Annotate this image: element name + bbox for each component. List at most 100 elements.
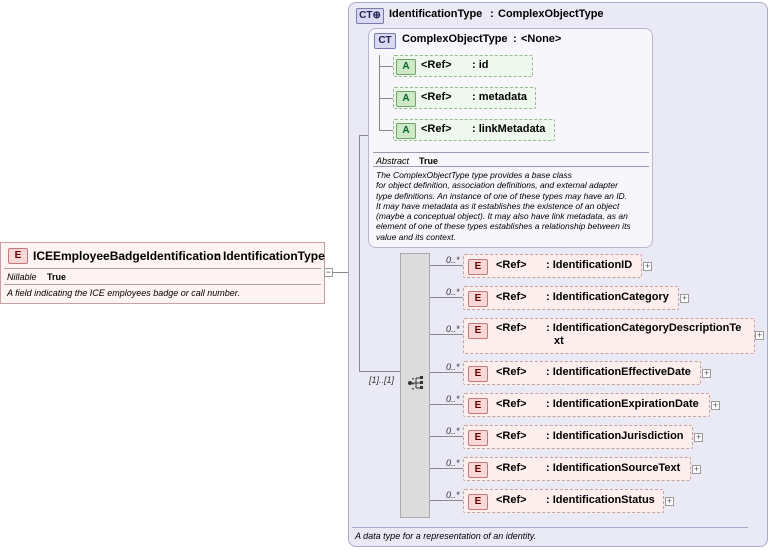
element-identification-jurisdiction[interactable]	[463, 425, 693, 449]
element-badge: E	[468, 430, 488, 446]
expand-icon[interactable]: +	[643, 261, 652, 271]
inner-complex-type-badge: CT	[374, 33, 396, 49]
element-ref: <Ref>	[496, 494, 527, 506]
element-badge: E	[8, 248, 28, 264]
element-name: : IdentificationExpirationDate	[546, 398, 699, 410]
doc-line: element of one of these types establishe…	[376, 221, 631, 232]
element-name: : IdentificationStatus	[546, 494, 655, 506]
element-badge: E	[468, 366, 488, 382]
elem-connector	[430, 404, 463, 405]
element-identification-category-description-text[interactable]	[463, 318, 755, 354]
element-ref: <Ref>	[496, 366, 527, 378]
element-badge: E	[468, 462, 488, 478]
attribute-badge: A	[396, 91, 416, 107]
main-element-box[interactable]	[0, 242, 325, 304]
tree-branch-seq	[359, 371, 400, 372]
element-name: : IdentificationID	[546, 259, 633, 271]
abstract-label: Abstract	[376, 156, 410, 166]
collapse-icon[interactable]: −	[324, 267, 333, 277]
element-identification-effective-date[interactable]	[463, 361, 701, 385]
element-name: : IdentificationEffectiveDate	[546, 366, 691, 378]
expand-icon[interactable]: +	[711, 400, 720, 410]
attribute-name: : metadata	[472, 91, 528, 103]
elem-connector	[430, 468, 463, 469]
element-identification-expiration-date[interactable]	[463, 393, 710, 417]
element-ref: <Ref>	[496, 291, 527, 303]
expand-icon[interactable]: +	[694, 432, 703, 442]
elem-connector	[430, 265, 463, 266]
doc-line: for object definition, association defin…	[376, 180, 618, 191]
element-occurrence: 0..*	[446, 426, 460, 436]
main-element-doc: A field indicating the ICE employees bad…	[7, 288, 240, 298]
elem-connector	[430, 334, 463, 335]
attribute-badge: A	[396, 123, 416, 139]
complex-type-badge: CT⊕	[356, 8, 384, 24]
element-occurrence: 0..*	[446, 362, 460, 372]
element-name-cont: xt	[554, 335, 564, 347]
inner-type-sep: :	[513, 33, 517, 45]
attribute-name: : linkMetadata	[472, 123, 546, 135]
main-element-divider	[4, 268, 321, 269]
nillable-label: Nillable	[7, 272, 37, 282]
attribute-ref: <Ref>	[421, 59, 452, 71]
element-badge: E	[468, 291, 488, 307]
sequence-icon	[408, 376, 423, 389]
element-name: : IdentificationCategory	[546, 291, 669, 303]
element-occurrence: 0..*	[446, 490, 460, 500]
expand-icon[interactable]: +	[665, 496, 674, 506]
doc-line: It may have metadata as it establishes t…	[376, 200, 620, 211]
outer-doc-divider	[352, 527, 748, 528]
main-element-divider-2	[4, 284, 321, 285]
element-badge: E	[468, 259, 488, 275]
attribute-link-metadata[interactable]	[393, 119, 555, 141]
element-name: : IdentificationJurisdiction	[546, 430, 684, 442]
element-occurrence: 0..*	[446, 287, 460, 297]
element-identification-category[interactable]	[463, 286, 679, 310]
element-badge: E	[468, 398, 488, 414]
sequence-occurrence: [1]..[1]	[369, 375, 395, 385]
element-occurrence: 0..*	[446, 255, 460, 265]
expand-icon[interactable]: +	[702, 368, 711, 378]
outer-type-name: IdentificationType	[389, 8, 483, 20]
abstract-value: True	[419, 156, 439, 166]
elem-connector	[430, 436, 463, 437]
element-ref: <Ref>	[496, 322, 527, 334]
element-occurrence: 0..*	[446, 458, 460, 468]
element-ref: <Ref>	[496, 430, 527, 442]
element-badge: E	[468, 494, 488, 510]
doc-line: (maybe a conceptual object). It may also…	[376, 211, 628, 222]
attr-branch-2	[379, 98, 393, 99]
connector-line	[333, 272, 349, 273]
attribute-ref: <Ref>	[421, 91, 452, 103]
expand-icon[interactable]: +	[692, 464, 701, 474]
doc-line: value and its context.	[376, 231, 456, 242]
doc-line: The ComplexObjectType type provides a ba…	[376, 170, 572, 180]
element-identification-source-text[interactable]	[463, 457, 691, 481]
attr-tree-line	[379, 55, 380, 131]
expand-icon[interactable]: +	[755, 330, 764, 340]
main-element-type: IdentificationType	[223, 249, 325, 263]
outer-type-doc: A data type for a representation of an i…	[355, 531, 537, 541]
element-occurrence: 0..*	[446, 394, 460, 404]
inner-type-name: ComplexObjectType	[402, 33, 508, 45]
elem-connector	[430, 372, 463, 373]
elem-connector	[430, 297, 463, 298]
elem-connector	[430, 500, 463, 501]
element-identification-id[interactable]	[463, 254, 642, 278]
inner-divider	[373, 152, 649, 153]
element-occurrence: 0..*	[446, 324, 460, 334]
attribute-metadata[interactable]	[393, 87, 536, 109]
inner-divider-2	[373, 166, 649, 167]
outer-type-sep: :	[490, 8, 494, 20]
element-badge: E	[468, 323, 488, 339]
attr-branch-3	[379, 130, 393, 131]
inner-type-base: <None>	[521, 33, 562, 45]
element-identification-status[interactable]	[463, 489, 664, 513]
attribute-id[interactable]	[393, 55, 533, 77]
main-element-type-sep: :	[215, 249, 219, 263]
expand-icon[interactable]: +	[680, 293, 689, 303]
element-name: : IdentificationSourceText	[546, 462, 681, 474]
attribute-name: : id	[472, 59, 489, 71]
doc-line: type definitions. An instance of one of …	[376, 190, 628, 201]
element-ref: <Ref>	[496, 398, 527, 410]
